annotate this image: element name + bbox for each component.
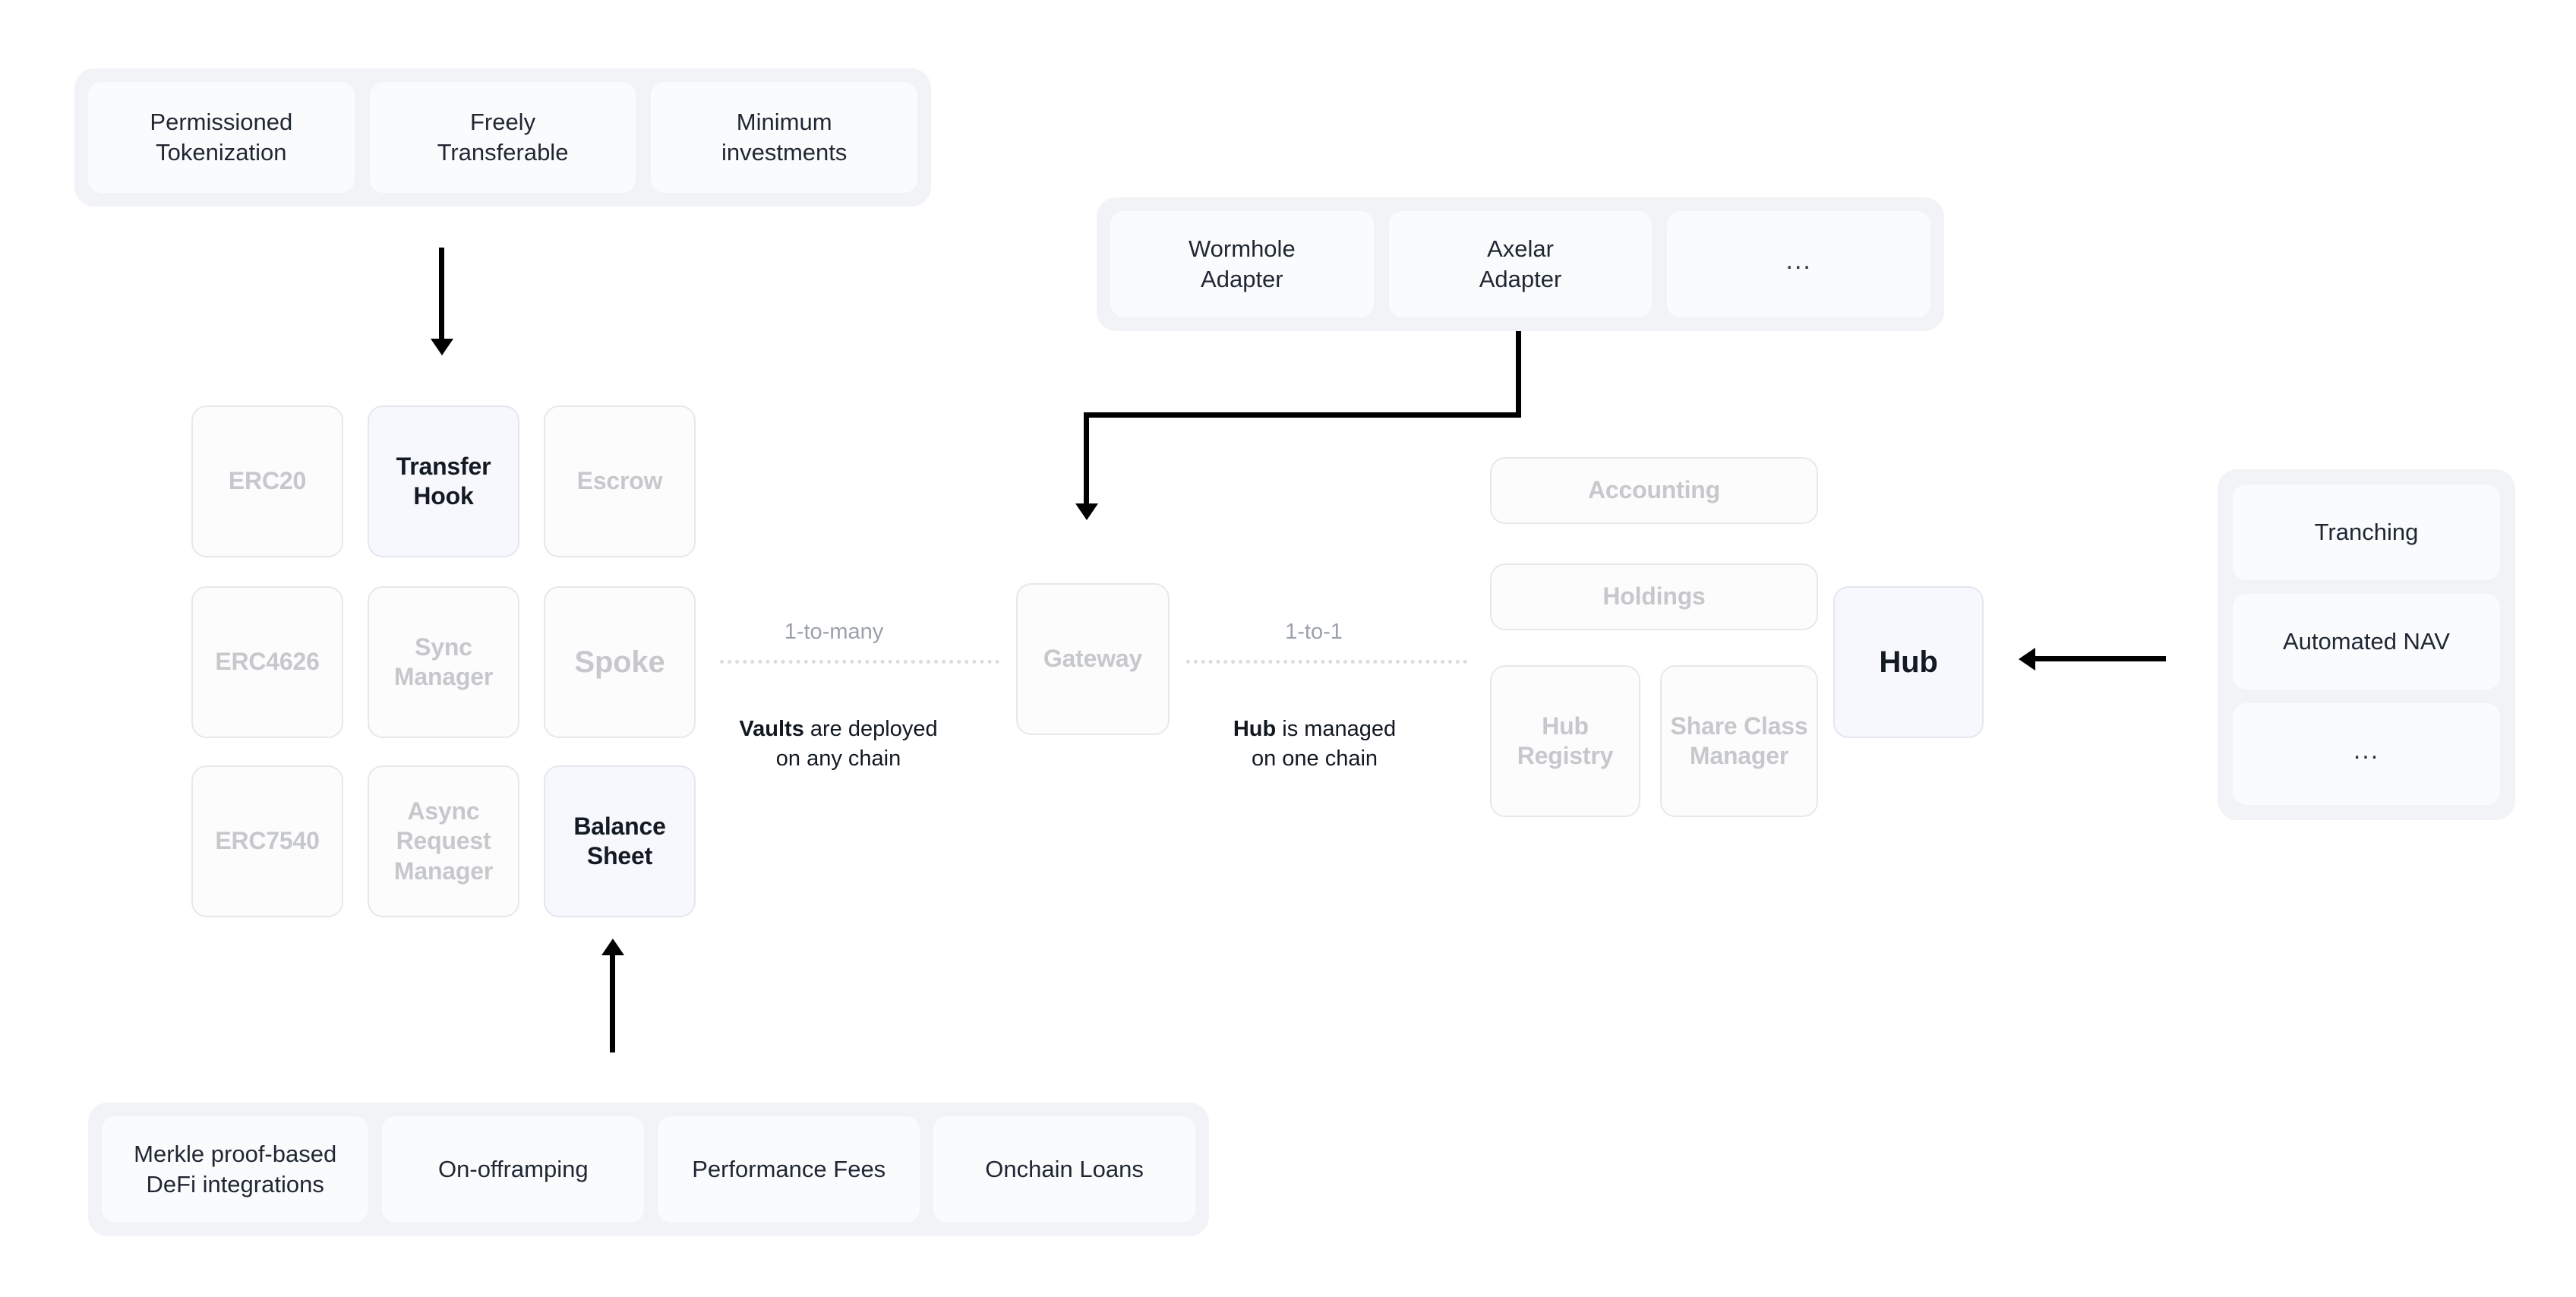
chip-automated-nav[interactable]: Automated NAV	[2233, 594, 2500, 690]
card-hub-registry[interactable]: Hub Registry	[1490, 665, 1640, 817]
chip-on-offramping[interactable]: On-offramping	[382, 1116, 645, 1223]
connector-defi-to-balance-sheet-arrowhead	[601, 939, 624, 955]
relationship-vaults-description-rest: are deployed on any chain	[775, 717, 938, 772]
chip-wormhole-adapter[interactable]: Wormhole Adapter	[1110, 211, 1374, 317]
card-spoke[interactable]: Spoke	[544, 586, 696, 738]
connector-adapters-elbow-horizontal	[1084, 412, 1521, 418]
relationship-hub-description-rest: is managed on one chain	[1251, 717, 1397, 772]
relationship-vaults-dotted-line	[720, 660, 999, 664]
connector-features-to-spoke-line	[439, 248, 444, 340]
relationship-hub-description: Hub is managed on one chain	[1192, 685, 1437, 774]
connector-adapters-elbow-vertical-left	[1084, 412, 1089, 507]
card-holdings[interactable]: Holdings	[1490, 563, 1818, 630]
card-escrow[interactable]: Escrow	[544, 406, 696, 557]
card-erc4626[interactable]: ERC4626	[191, 586, 343, 738]
chip-tranching[interactable]: Tranching	[2233, 484, 2500, 580]
relationship-hub-dotted-line	[1186, 660, 1467, 664]
card-hub[interactable]: Hub	[1833, 586, 1984, 738]
card-sync-manager[interactable]: Sync Manager	[368, 586, 519, 738]
balance-sheet-features-group: Merkle proof-based DeFi integrations On-…	[88, 1103, 1209, 1236]
card-transfer-hook[interactable]: Transfer Hook	[368, 406, 519, 557]
card-accounting[interactable]: Accounting	[1490, 457, 1818, 524]
chip-minimum-investments[interactable]: Minimum investments	[651, 82, 918, 193]
chip-permissioned-tokenization[interactable]: Permissioned Tokenization	[88, 82, 355, 193]
adapters-group: Wormhole Adapter Axelar Adapter ...	[1097, 197, 1944, 331]
connector-hub-features-to-hub-arrowhead	[2019, 648, 2035, 671]
relationship-vaults-description: Vaults are deployed on any chain	[720, 685, 957, 774]
chip-merkle-defi-integrations[interactable]: Merkle proof-based DeFi integrations	[102, 1116, 369, 1223]
connector-features-to-spoke-arrowhead	[431, 339, 453, 355]
chip-adapters-ellipsis[interactable]: ...	[1667, 211, 1931, 317]
chip-hub-features-ellipsis[interactable]: ...	[2233, 703, 2500, 805]
connector-adapters-to-gateway-arrowhead	[1075, 503, 1098, 520]
relationship-vaults-cardinality: 1-to-many	[784, 620, 884, 644]
card-erc7540[interactable]: ERC7540	[191, 765, 343, 917]
relationship-vaults-description-strong: Vaults	[739, 717, 804, 742]
connector-defi-to-balance-sheet-line	[610, 949, 615, 1052]
card-gateway[interactable]: Gateway	[1016, 583, 1170, 735]
relationship-hub-cardinality: 1-to-1	[1285, 620, 1343, 644]
card-async-request-manager[interactable]: Async Request Manager	[368, 765, 519, 917]
token-features-group: Permissioned Tokenization Freely Transfe…	[74, 68, 931, 207]
connector-hub-features-to-hub-line	[2035, 656, 2166, 661]
hub-features-group: Tranching Automated NAV ...	[2218, 469, 2515, 820]
card-balance-sheet[interactable]: Balance Sheet	[544, 765, 696, 917]
card-erc20[interactable]: ERC20	[191, 406, 343, 557]
chip-axelar-adapter[interactable]: Axelar Adapter	[1388, 211, 1653, 317]
chip-performance-fees[interactable]: Performance Fees	[658, 1116, 920, 1223]
relationship-hub-description-strong: Hub	[1233, 717, 1277, 742]
chip-freely-transferable[interactable]: Freely Transferable	[369, 82, 636, 193]
connector-adapters-elbow-vertical-right	[1516, 331, 1521, 416]
chip-onchain-loans[interactable]: Onchain Loans	[933, 1116, 1195, 1223]
card-share-class-manager[interactable]: Share Class Manager	[1660, 665, 1818, 817]
